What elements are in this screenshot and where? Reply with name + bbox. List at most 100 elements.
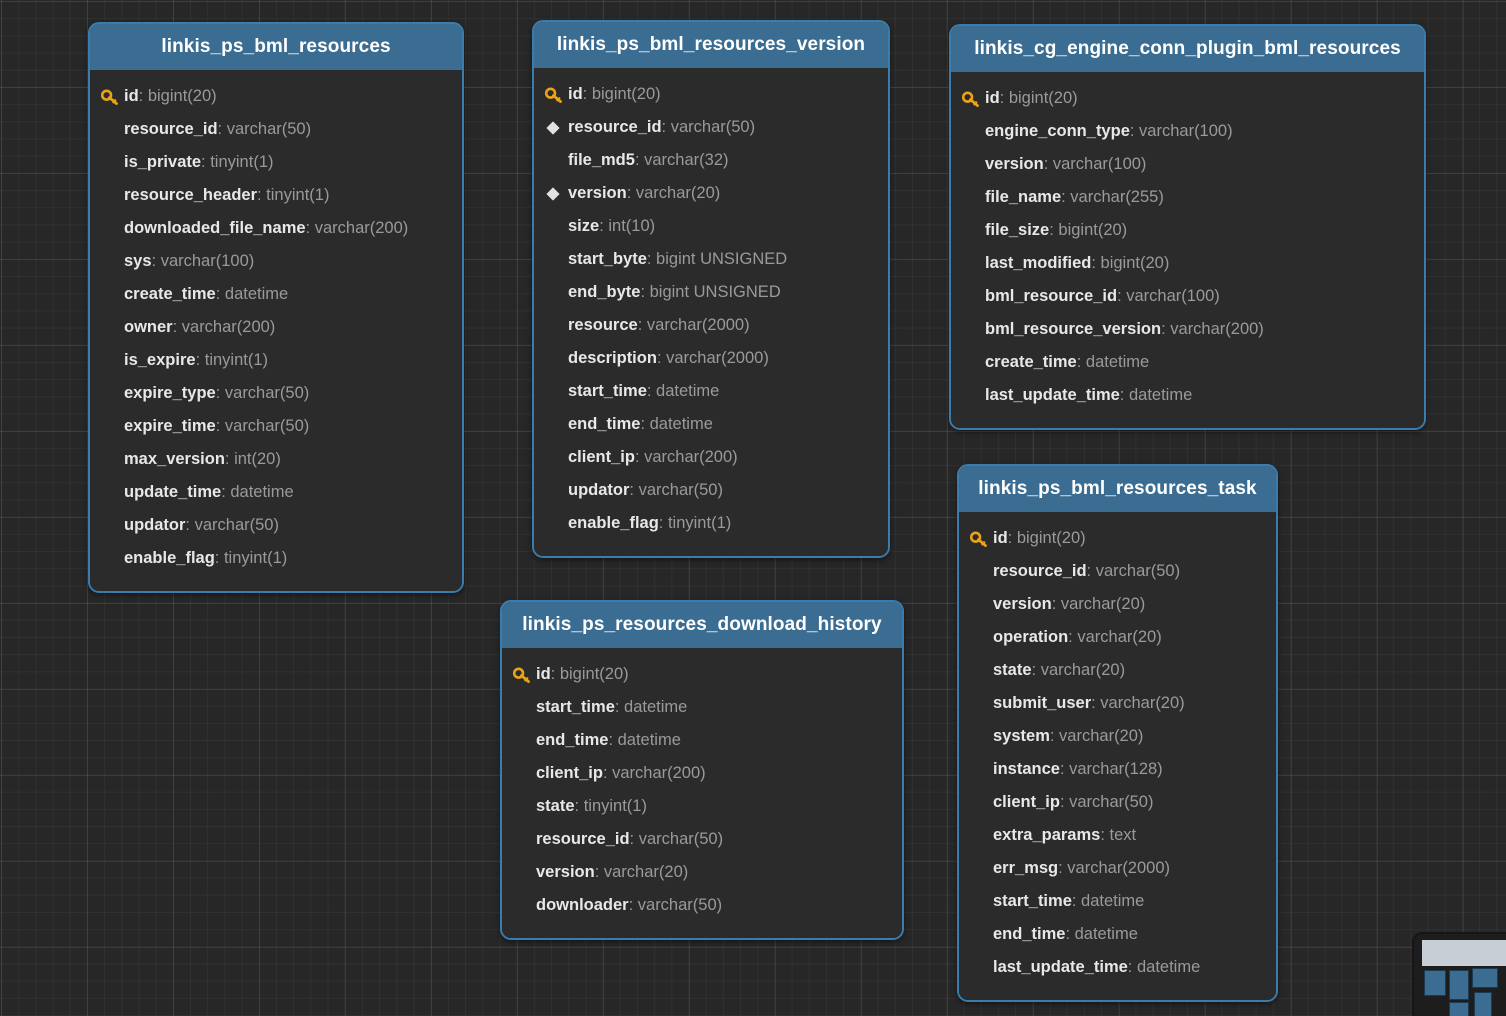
entity-field-row[interactable]: updator: varchar(50) bbox=[90, 509, 462, 542]
entity-table[interactable]: linkis_ps_resources_download_history id: … bbox=[500, 600, 904, 940]
entity-field-row[interactable]: last_update_time: datetime bbox=[959, 951, 1276, 984]
entity-field-row[interactable]: extra_params: text bbox=[959, 819, 1276, 852]
entity-field-row[interactable]: start_byte: bigint UNSIGNED bbox=[534, 243, 888, 276]
entity-field-row[interactable]: start_time: datetime bbox=[959, 885, 1276, 918]
entity-field-separator: : bbox=[1049, 727, 1060, 746]
entity-field-row[interactable]: end_time: datetime bbox=[502, 724, 902, 757]
entity-field-row[interactable]: id: bigint(20) bbox=[534, 78, 888, 111]
field-icon-none bbox=[101, 417, 124, 437]
entity-field-row[interactable]: version: varchar(100) bbox=[951, 148, 1424, 181]
entity-field-row[interactable]: create_time: datetime bbox=[90, 278, 462, 311]
entity-field-separator: : bbox=[656, 349, 667, 368]
entity-field-type: tinyint(1) bbox=[223, 549, 288, 568]
entity-field-row[interactable]: file_size: bigint(20) bbox=[951, 214, 1424, 247]
field-icon-none bbox=[545, 217, 568, 237]
entity-field-row[interactable]: create_time: datetime bbox=[951, 346, 1424, 379]
field-icon-none bbox=[101, 450, 124, 470]
entity-table-title[interactable]: linkis_cg_engine_conn_plugin_bml_resourc… bbox=[951, 26, 1424, 72]
entity-field-row[interactable]: size: int(10) bbox=[534, 210, 888, 243]
field-icon-none bbox=[970, 892, 993, 912]
entity-field-row[interactable]: is_expire: tinyint(1) bbox=[90, 344, 462, 377]
entity-field-row[interactable]: bml_resource_version: varchar(200) bbox=[951, 313, 1424, 346]
entity-field-separator: : bbox=[172, 318, 182, 337]
entity-field-text: end_time: datetime bbox=[536, 732, 681, 749]
entity-field-row[interactable]: operation: varchar(20) bbox=[959, 621, 1276, 654]
entity-field-row[interactable]: last_modified: bigint(20) bbox=[951, 247, 1424, 280]
entity-field-row[interactable]: id: bigint(20) bbox=[90, 80, 462, 113]
entity-field-row[interactable]: start_time: datetime bbox=[534, 375, 888, 408]
entity-field-row[interactable]: resource_id: varchar(50) bbox=[959, 555, 1276, 588]
entity-field-row[interactable]: description: varchar(2000) bbox=[534, 342, 888, 375]
entity-field-row[interactable]: start_time: datetime bbox=[502, 691, 902, 724]
entity-field-row[interactable]: file_md5: varchar(32) bbox=[534, 144, 888, 177]
entity-field-row[interactable]: err_msg: varchar(2000) bbox=[959, 852, 1276, 885]
entity-field-row[interactable]: system: varchar(20) bbox=[959, 720, 1276, 753]
entity-field-row[interactable]: resource_id: varchar(50) bbox=[534, 111, 888, 144]
entity-table[interactable]: linkis_ps_bml_resources_version id: bigin… bbox=[532, 20, 890, 558]
minimap-panel[interactable] bbox=[1412, 932, 1506, 1016]
entity-field-row[interactable]: enable_flag: tinyint(1) bbox=[90, 542, 462, 575]
entity-table-title[interactable]: linkis_ps_bml_resources bbox=[90, 24, 462, 70]
entity-field-type: varchar(50) bbox=[637, 896, 723, 915]
entity-field-row[interactable]: resource_header: tinyint(1) bbox=[90, 179, 462, 212]
entity-field-row[interactable]: client_ip: varchar(50) bbox=[959, 786, 1276, 819]
entity-field-row[interactable]: state: varchar(20) bbox=[959, 654, 1276, 687]
entity-field-separator: : bbox=[1043, 155, 1053, 174]
entity-field-row[interactable]: resource_id: varchar(50) bbox=[502, 823, 902, 856]
entity-field-row[interactable]: owner: varchar(200) bbox=[90, 311, 462, 344]
entity-field-row[interactable]: submit_user: varchar(20) bbox=[959, 687, 1276, 720]
entity-table[interactable]: linkis_cg_engine_conn_plugin_bml_resourc… bbox=[949, 24, 1426, 430]
entity-field-row[interactable]: resource: varchar(2000) bbox=[534, 309, 888, 342]
entity-field-separator: : bbox=[1071, 892, 1082, 911]
entity-field-row[interactable]: state: tinyint(1) bbox=[502, 790, 902, 823]
entity-field-text: state: tinyint(1) bbox=[536, 798, 647, 815]
entity-field-text: file_name: varchar(255) bbox=[985, 189, 1164, 206]
entity-field-row[interactable]: end_time: datetime bbox=[959, 918, 1276, 951]
entity-field-row[interactable]: update_time: datetime bbox=[90, 476, 462, 509]
entity-field-row[interactable]: version: varchar(20) bbox=[502, 856, 902, 889]
entity-field-name: end_byte bbox=[568, 283, 641, 302]
entity-field-row[interactable]: engine_conn_type: varchar(100) bbox=[951, 115, 1424, 148]
entity-table-title[interactable]: linkis_ps_bml_resources_task bbox=[959, 466, 1276, 512]
field-icon-none bbox=[962, 188, 985, 208]
entity-table-title[interactable]: linkis_ps_bml_resources_version bbox=[534, 22, 888, 68]
entity-field-type: varchar(50) bbox=[226, 120, 312, 139]
entity-field-row[interactable]: enable_flag: tinyint(1) bbox=[534, 507, 888, 540]
entity-field-row[interactable]: client_ip: varchar(200) bbox=[502, 757, 902, 790]
entity-field-text: enable_flag: tinyint(1) bbox=[124, 550, 287, 567]
entity-field-text: max_version: int(20) bbox=[124, 451, 281, 468]
entity-field-row[interactable]: bml_resource_id: varchar(100) bbox=[951, 280, 1424, 313]
entity-field-text: instance: varchar(128) bbox=[993, 761, 1163, 778]
entity-field-row[interactable]: last_update_time: datetime bbox=[951, 379, 1424, 412]
entity-field-row[interactable]: end_byte: bigint UNSIGNED bbox=[534, 276, 888, 309]
entity-field-type: datetime bbox=[1081, 892, 1145, 911]
entity-field-row[interactable]: expire_time: varchar(50) bbox=[90, 410, 462, 443]
entity-field-row[interactable]: instance: varchar(128) bbox=[959, 753, 1276, 786]
entity-field-row[interactable]: is_private: tinyint(1) bbox=[90, 146, 462, 179]
entity-field-row[interactable]: id: bigint(20) bbox=[502, 658, 902, 691]
entity-field-row[interactable]: version: varchar(20) bbox=[959, 588, 1276, 621]
entity-field-row[interactable]: client_ip: varchar(200) bbox=[534, 441, 888, 474]
entity-field-type: varchar(128) bbox=[1069, 760, 1163, 779]
entity-field-row[interactable]: file_name: varchar(255) bbox=[951, 181, 1424, 214]
entity-field-row[interactable]: downloader: varchar(50) bbox=[502, 889, 902, 922]
entity-field-row[interactable]: sys: varchar(100) bbox=[90, 245, 462, 278]
entity-field-separator: : bbox=[629, 830, 639, 849]
entity-field-row[interactable]: max_version: int(20) bbox=[90, 443, 462, 476]
entity-field-row[interactable]: updator: varchar(50) bbox=[534, 474, 888, 507]
entity-field-row[interactable]: resource_id: varchar(50) bbox=[90, 113, 462, 146]
entity-field-row[interactable]: expire_type: varchar(50) bbox=[90, 377, 462, 410]
entity-table[interactable]: linkis_ps_bml_resources_task id: bigint(2… bbox=[957, 464, 1278, 1002]
entity-field-row[interactable]: downloaded_file_name: varchar(200) bbox=[90, 212, 462, 245]
entity-field-row[interactable]: id: bigint(20) bbox=[959, 522, 1276, 555]
entity-field-row[interactable]: end_time: datetime bbox=[534, 408, 888, 441]
minimap-table-box bbox=[1449, 1002, 1469, 1016]
entity-table-title[interactable]: linkis_ps_resources_download_history bbox=[502, 602, 902, 648]
entity-field-separator: : bbox=[1058, 859, 1068, 878]
entity-field-name: bml_resource_version bbox=[985, 320, 1162, 339]
entity-field-text: expire_type: varchar(50) bbox=[124, 385, 309, 402]
entity-field-row[interactable]: id: bigint(20) bbox=[951, 82, 1424, 115]
entity-field-row[interactable]: version: varchar(20) bbox=[534, 177, 888, 210]
